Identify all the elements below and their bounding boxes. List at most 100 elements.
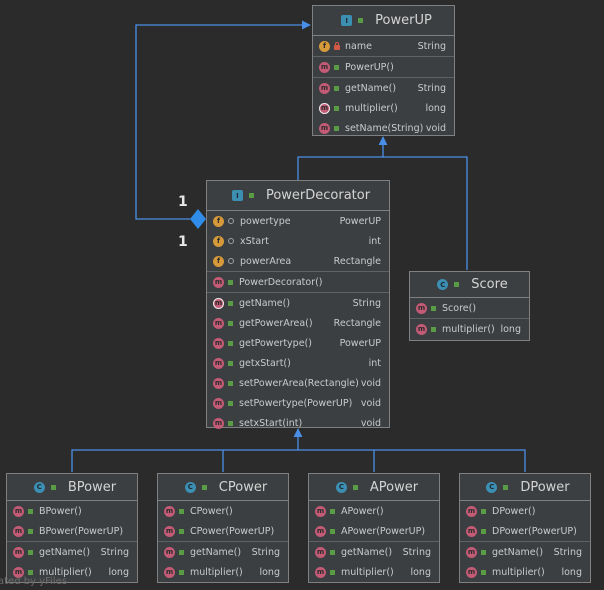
member-type: String [417, 40, 446, 52]
class-icon: C [335, 481, 347, 493]
member-type: long [410, 566, 431, 578]
member-name: BPower(PowerUP) [39, 525, 124, 537]
public-visibility-icon [228, 380, 233, 386]
member-name: CPower(PowerUP) [190, 525, 275, 537]
member-name: multiplier() [190, 566, 243, 578]
member-name: multiplier() [345, 102, 398, 114]
method-row[interactable]: m CPower(PowerUP) [158, 521, 288, 541]
method-row[interactable]: m BPower(PowerUP) [7, 521, 137, 541]
member-name: multiplier() [442, 323, 495, 335]
member-type: String [352, 297, 381, 309]
method-icon: m [319, 122, 330, 134]
field-icon: f [213, 215, 224, 227]
member-type: void [360, 377, 381, 389]
field-icon: f [213, 235, 224, 247]
member-name: setxStart(int) [239, 417, 303, 429]
method-icon: m [13, 525, 24, 537]
public-visibility-icon [330, 569, 335, 575]
public-visibility-icon [28, 549, 33, 555]
member-type: String [100, 546, 129, 558]
public-visibility-icon [228, 279, 233, 285]
method-icon: m [164, 525, 175, 537]
public-visibility-icon [431, 326, 436, 332]
member-name: PowerDecorator() [239, 276, 323, 288]
public-visibility-icon [330, 508, 335, 514]
aggregation-diamond [190, 209, 206, 229]
member-name: getName() [492, 546, 544, 558]
member-name: powertype [240, 215, 291, 227]
method-icon: m [13, 505, 24, 517]
public-visibility-icon [330, 528, 335, 534]
member-type: void [360, 417, 381, 429]
member-name: CPower() [190, 505, 233, 517]
public-visibility-icon [228, 400, 233, 406]
public-visibility-icon [334, 85, 339, 91]
public-visibility-icon [481, 569, 486, 575]
method-row[interactable]: m CPower() [158, 501, 288, 521]
watermark: ated by yFiles [0, 576, 68, 587]
public-visibility-icon [334, 125, 339, 131]
class-icon: C [437, 279, 449, 290]
method-icon: m [164, 505, 175, 517]
method-icon: m [213, 357, 224, 369]
public-visibility-icon [481, 549, 486, 555]
member-type: long [561, 566, 582, 578]
member-type: long [425, 102, 446, 114]
public-visibility-icon [334, 64, 339, 70]
member-name: multiplier() [492, 566, 545, 578]
method-icon: m [319, 61, 330, 73]
method-icon: m [416, 302, 427, 314]
member-name: multiplier() [341, 566, 394, 578]
